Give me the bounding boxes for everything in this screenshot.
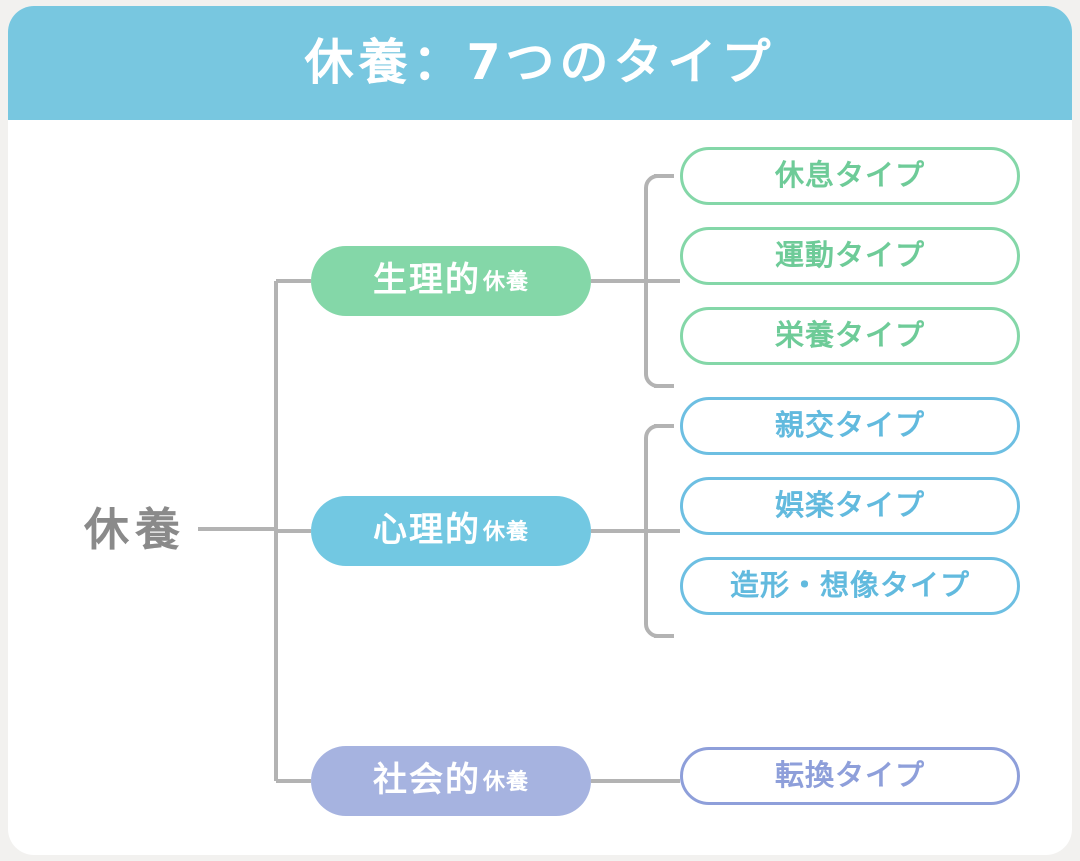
branch-main-label: 生理的 <box>372 260 481 300</box>
branch-sub-label: 休養 <box>482 270 529 295</box>
branch-0-to-leaf-2-curve <box>644 373 659 388</box>
connector-lines <box>198 174 680 783</box>
branch-node-physiological[interactable]: 生理的休養 <box>311 246 591 316</box>
branch-0-to-leaf-0-curve <box>644 174 659 189</box>
page-title: 休養：7つのタイプ <box>304 33 776 91</box>
leaf-node-label: 栄養タイプ <box>774 317 925 352</box>
leaf-node[interactable]: 運動タイプ <box>680 227 1020 285</box>
mindmap-diagram: 休養 生理的休養 心理的休養 社会的休養 休息タイプ 運動タイプ 栄養タイプ 親… <box>8 120 1072 855</box>
root-node-label: 休養 <box>83 502 186 556</box>
branch-main-label: 社会的 <box>372 760 481 800</box>
branch-node-social[interactable]: 社会的休養 <box>311 746 591 816</box>
leaf-node-label: 造形・想像タイプ <box>729 567 970 602</box>
leaf-node[interactable]: 親交タイプ <box>680 397 1020 455</box>
branch-sub-label: 休養 <box>482 520 529 545</box>
leaf-node[interactable]: 休息タイプ <box>680 147 1020 205</box>
leaf-node-label: 転換タイプ <box>774 757 925 792</box>
branch-1-to-leaf-5-curve <box>644 623 659 638</box>
branch-main-label: 心理的 <box>372 510 481 550</box>
leaf-node-label: 親交タイプ <box>774 407 925 442</box>
leaf-node[interactable]: 娯楽タイプ <box>680 477 1020 535</box>
leaf-node[interactable]: 転換タイプ <box>680 747 1020 805</box>
leaf-node[interactable]: 栄養タイプ <box>680 307 1020 365</box>
leaf-node-label: 娯楽タイプ <box>774 487 925 522</box>
branch-node-psychological[interactable]: 心理的休養 <box>311 496 591 566</box>
leaf-node[interactable]: 造形・想像タイプ <box>680 557 1020 615</box>
root-node[interactable]: 休養 <box>60 499 210 559</box>
card-header: 休養：7つのタイプ <box>8 6 1072 120</box>
branch-sub-label: 休養 <box>482 770 529 795</box>
leaf-node-label: 運動タイプ <box>774 237 925 272</box>
branch-1-to-leaf-3-curve <box>644 424 659 439</box>
diagram-card: 休養：7つのタイプ <box>8 6 1072 855</box>
leaf-node-label: 休息タイプ <box>774 157 925 192</box>
